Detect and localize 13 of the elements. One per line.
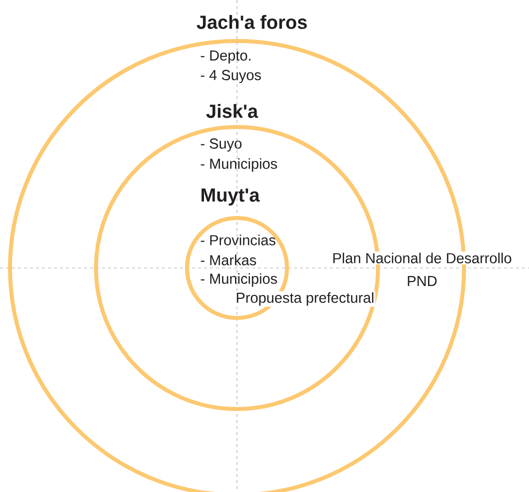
list-item: - Municipios bbox=[200, 273, 277, 287]
list-item: - Municipios bbox=[200, 158, 277, 172]
heading: Muyt'a bbox=[202, 188, 260, 206]
list-item: - Suyo bbox=[200, 138, 242, 152]
heading: Jisk'a bbox=[206, 104, 258, 118]
list-item: - Markas bbox=[200, 254, 256, 266]
list-item: - Provincias bbox=[200, 234, 276, 246]
axis-label: PND bbox=[406, 275, 438, 287]
heading: Jach'a foros bbox=[196, 15, 307, 29]
list-item: - Depto. bbox=[200, 50, 250, 64]
axis-label: Propuesta prefectural bbox=[234, 291, 376, 307]
list-item: - 4 Suyos bbox=[200, 70, 261, 84]
axis-label: Plan Nacional de Desarrollo bbox=[331, 252, 513, 264]
